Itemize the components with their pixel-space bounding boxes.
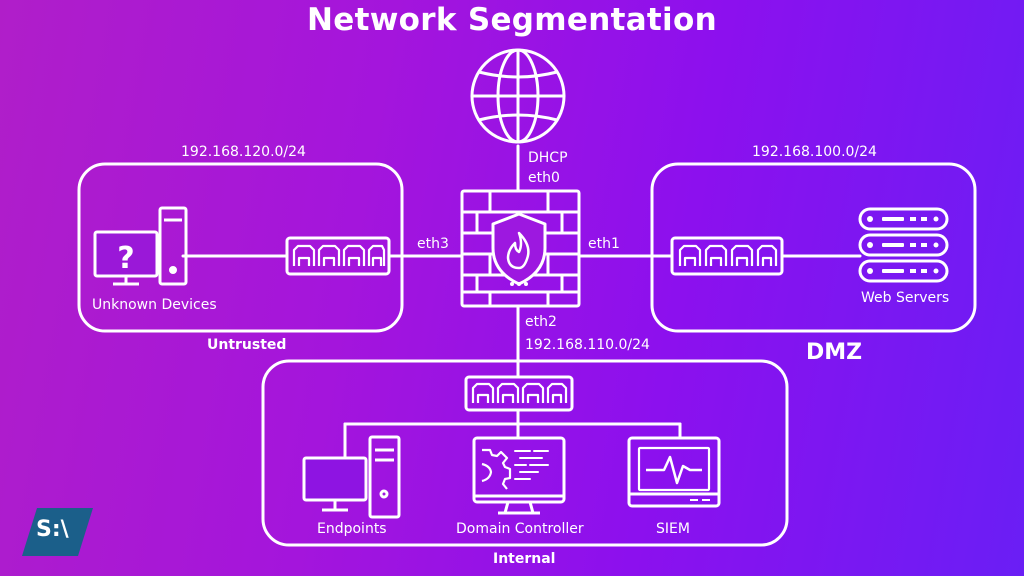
eth2-label: eth2 (525, 314, 557, 330)
untrusted-subnet-label: 192.168.120.0/24 (181, 144, 306, 160)
globe-icon (470, 48, 566, 144)
untrusted-switch-icon (285, 236, 391, 276)
internal-switch-icon (464, 375, 574, 412)
internal-subnet-label: 192.168.110.0/24 (525, 337, 650, 353)
untrusted-zone-box (77, 162, 404, 333)
firewall-status-dots (510, 282, 528, 286)
eth3-label: eth3 (417, 236, 449, 252)
web-servers-label: Web Servers (861, 290, 950, 306)
siem-monitor-icon (627, 436, 721, 508)
desktop-computer-icon (302, 435, 401, 519)
server-rack-icon (858, 207, 949, 283)
logo-text: S:\ (36, 517, 69, 542)
siem-label: SIEM (656, 521, 690, 537)
untrusted-zone-label: Untrusted (207, 337, 287, 353)
internal-zone-label: Internal (493, 551, 556, 567)
internal-zone-box (261, 359, 789, 547)
question-computer-icon (93, 206, 188, 286)
page-title: Network Segmentation (307, 2, 717, 38)
brand-logo (22, 508, 93, 556)
unknown-devices-label: Unknown Devices (92, 297, 217, 313)
question-mark-glyph: ? (117, 241, 134, 276)
dmz-switch-icon (670, 236, 784, 276)
dmz-subnet-label: 192.168.100.0/24 (752, 144, 877, 160)
endpoints-label: Endpoints (317, 521, 387, 537)
eth1-label: eth1 (588, 236, 620, 252)
firewall-icon (460, 189, 581, 308)
domain-controller-icon (472, 436, 566, 515)
wan-dhcp-label: DHCP (528, 150, 568, 166)
domain-controller-label: Domain Controller (456, 521, 584, 537)
dmz-zone-label: DMZ (806, 340, 863, 365)
dmz-zone-box (650, 162, 977, 333)
eth0-label: eth0 (528, 170, 560, 186)
